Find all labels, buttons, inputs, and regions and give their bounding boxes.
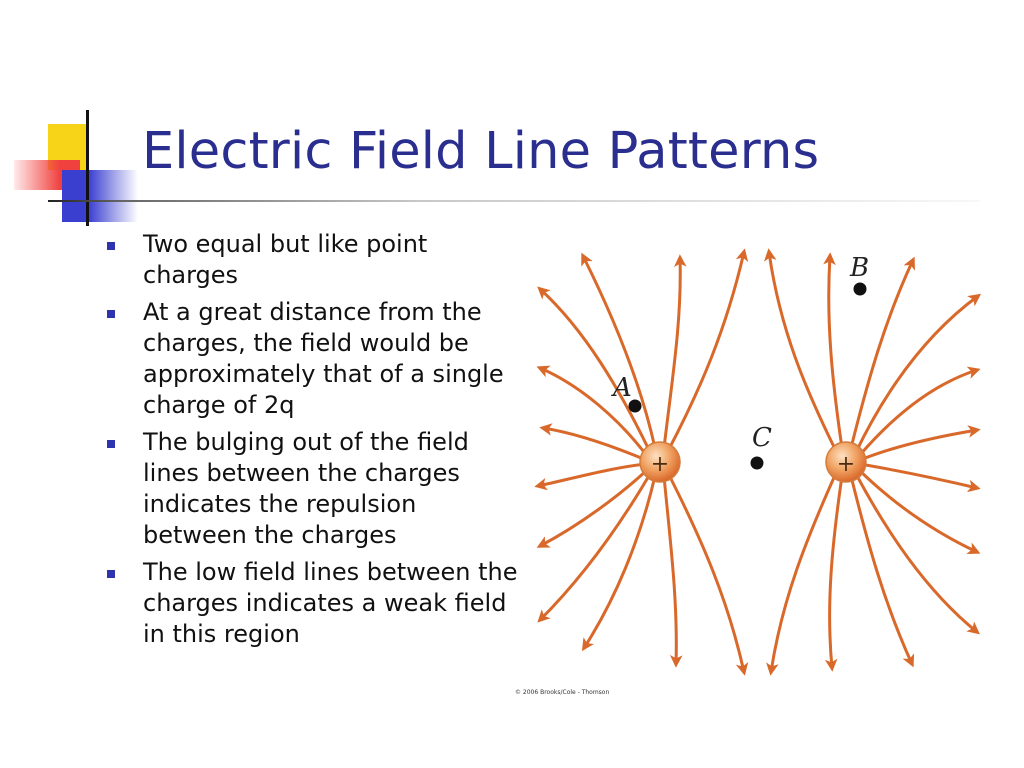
bullet-item: The bulging out of the field lines betwe… [104,427,524,551]
bullet-list: Two equal but like point charges At a gr… [104,229,524,656]
point-a-dot [628,399,642,413]
field-line [536,468,649,548]
bullet-text: At a great distance from the charges, th… [143,298,504,419]
bullet-text: The bulging out of the field lines betwe… [143,428,469,549]
field-line [536,365,649,458]
right-charge-sign: + [837,452,855,477]
square-bullet-icon [107,440,115,448]
field-line [766,471,838,676]
left-charge: + [639,441,681,483]
field-line [823,252,844,450]
bullet-item: The low field lines between the charges … [104,557,524,650]
field-line [581,252,657,450]
square-bullet-icon [107,570,115,578]
field-line [763,248,838,453]
bullet-item: At a great distance from the charges, th… [104,297,524,421]
title-underline [48,200,980,202]
point-b-dot [853,282,867,296]
field-line [662,254,687,450]
field-line [539,423,648,462]
decor-blue-block [62,170,138,222]
slide-title: Electric Field Line Patterns [142,122,820,181]
point-c-dot [750,456,764,470]
field-line [858,425,981,462]
left-charge-sign: + [651,452,669,477]
field-line [666,248,749,453]
right-charge: + [825,441,867,483]
field-line [662,474,683,668]
square-bullet-icon [107,242,115,250]
field-line [858,462,981,493]
field-line [854,293,982,454]
field-line [857,468,981,554]
decor-vertical-line [86,110,89,226]
bullet-text: Two equal but like point charges [143,230,428,289]
field-line [854,472,980,635]
field-line [666,471,749,676]
field-line [537,286,652,454]
point-c-label: C [752,423,772,453]
field-lines [534,248,982,676]
bullet-item: Two equal but like point charges [104,229,524,291]
point-a-label: A [611,373,632,403]
point-b-label: B [849,253,869,283]
field-line [849,256,915,450]
field-line [581,474,657,652]
field-line [849,474,915,668]
image-credit: © 2006 Brooks/Cole - Thomson [515,689,610,696]
square-bullet-icon [107,310,115,318]
field-line [534,462,648,491]
field-line [537,472,652,623]
field-line [824,474,844,672]
field-line-diagram: + + A B C [534,248,982,676]
bullet-text: The low field lines between the charges … [143,558,518,648]
field-line [857,366,981,458]
